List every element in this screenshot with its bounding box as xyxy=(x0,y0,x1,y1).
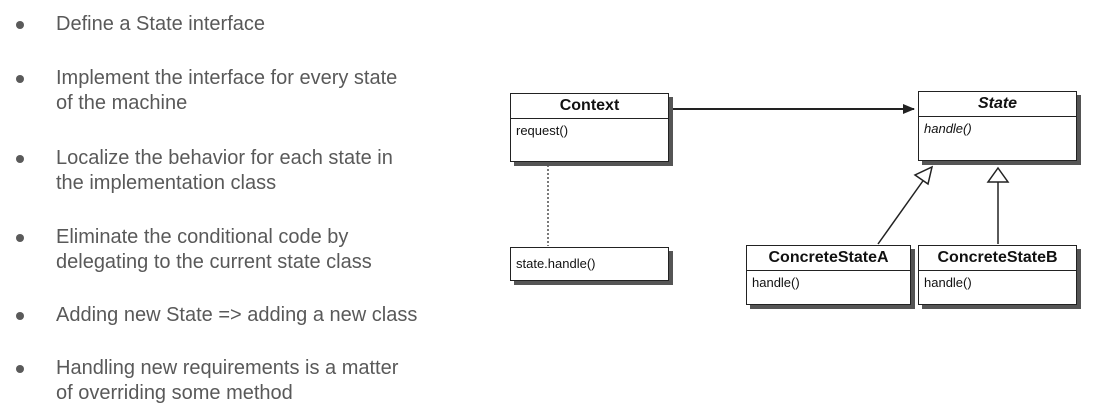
bullet-dot xyxy=(16,155,24,163)
state-interface-name: State xyxy=(919,92,1076,117)
implementation-note: state.handle() xyxy=(510,247,669,281)
bullet-text: Define a State interface xyxy=(56,13,266,35)
bullet-text: Adding new State => adding a new class xyxy=(56,304,418,326)
concrete-state-b-class: ConcreteStateB handle() xyxy=(918,245,1077,305)
context-class-name: Context xyxy=(511,94,668,119)
bullet-text: Localize the behavior for each state in … xyxy=(56,147,393,194)
state-method: handle() xyxy=(924,121,972,136)
concrete-state-a-class: ConcreteStateA handle() xyxy=(746,245,911,305)
context-class: Context request() xyxy=(510,93,669,162)
concrete-state-a-name: ConcreteStateA xyxy=(747,246,910,271)
concrete-state-b-name: ConcreteStateB xyxy=(919,246,1076,271)
bullet-dot xyxy=(16,312,24,320)
bullet-dot xyxy=(16,75,24,83)
inheritance-arrowhead-a xyxy=(913,165,934,186)
context-method: request() xyxy=(516,123,569,138)
bullet-text: Implement the interface for every state … xyxy=(56,67,398,114)
state-interface: State handle() xyxy=(918,91,1077,161)
bullet-list: Define a State interface Implement the i… xyxy=(0,0,480,418)
bullet-dot xyxy=(16,365,24,373)
concrete-state-a-method: handle() xyxy=(752,275,800,290)
bullet-dot xyxy=(16,234,24,242)
bullet-text: Eliminate the conditional code by delega… xyxy=(56,226,372,273)
bullet-text: Handling new requirements is a matter of… xyxy=(56,357,399,404)
bullet-dot xyxy=(16,21,24,29)
inheritance-line-a xyxy=(877,177,926,245)
concrete-state-b-method: handle() xyxy=(924,275,972,290)
inheritance-arrowhead-b xyxy=(986,166,1010,183)
